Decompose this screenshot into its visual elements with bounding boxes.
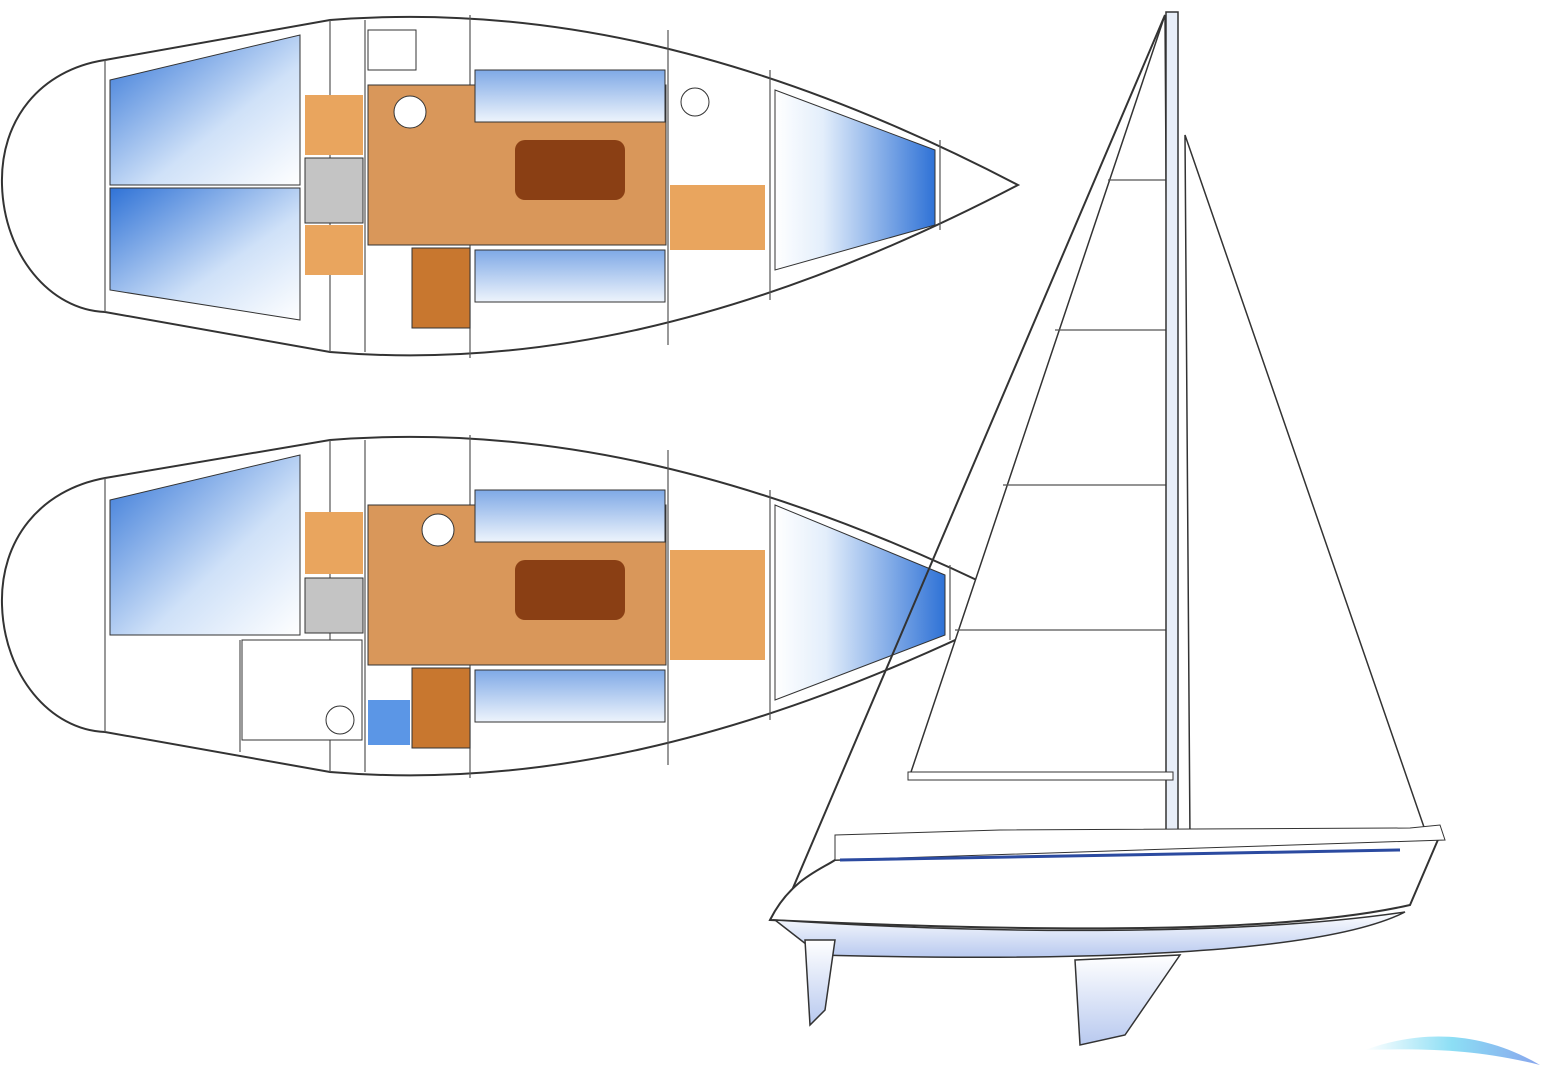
aft-cabin-berth-starboard [109, 187, 301, 321]
sheer-stripe [839, 848, 1401, 862]
nav-area [305, 95, 363, 155]
galley-sink [393, 95, 427, 129]
forepeak-berth [774, 504, 946, 701]
aft-cabin-berth [109, 454, 301, 636]
mainsail [908, 14, 1171, 776]
rudder [804, 939, 836, 1027]
hull-underbody [772, 911, 1406, 958]
hull-outline [0, 15, 1021, 357]
layout-plan-1 [0, 15, 1021, 358]
settee-starboard [474, 249, 666, 303]
forestay [789, 14, 1166, 896]
keel [1074, 954, 1182, 1046]
settee-port [474, 69, 666, 123]
layout-plan-2 [0, 435, 1031, 778]
nav-area-2 [305, 225, 363, 275]
sail-profile [768, 11, 1446, 1046]
heads-toilet [680, 87, 710, 117]
watermark-logo [1365, 1036, 1540, 1065]
saloon-table [515, 560, 625, 620]
deckhouse [834, 824, 1446, 861]
heads-sink [325, 705, 355, 735]
saloon-table [515, 140, 625, 200]
passage-blue [368, 700, 410, 745]
chart-table [411, 247, 471, 329]
settee-port [474, 489, 666, 543]
boom [907, 771, 1174, 781]
chart-table [411, 667, 471, 749]
nav-area [305, 512, 363, 574]
aft-cabin-berth-port [109, 34, 301, 186]
galley-counter [304, 577, 364, 634]
hull-outline [0, 435, 1031, 777]
galley-counter [304, 157, 364, 224]
jib [1184, 134, 1427, 841]
mast [1165, 11, 1179, 843]
settee-starboard [474, 669, 666, 723]
forward-passage [670, 185, 765, 250]
sail-battens [955, 179, 1168, 631]
galley-sink [421, 513, 455, 547]
forepeak-berth [774, 89, 936, 271]
stove [367, 29, 417, 71]
forward-passage [670, 550, 765, 660]
